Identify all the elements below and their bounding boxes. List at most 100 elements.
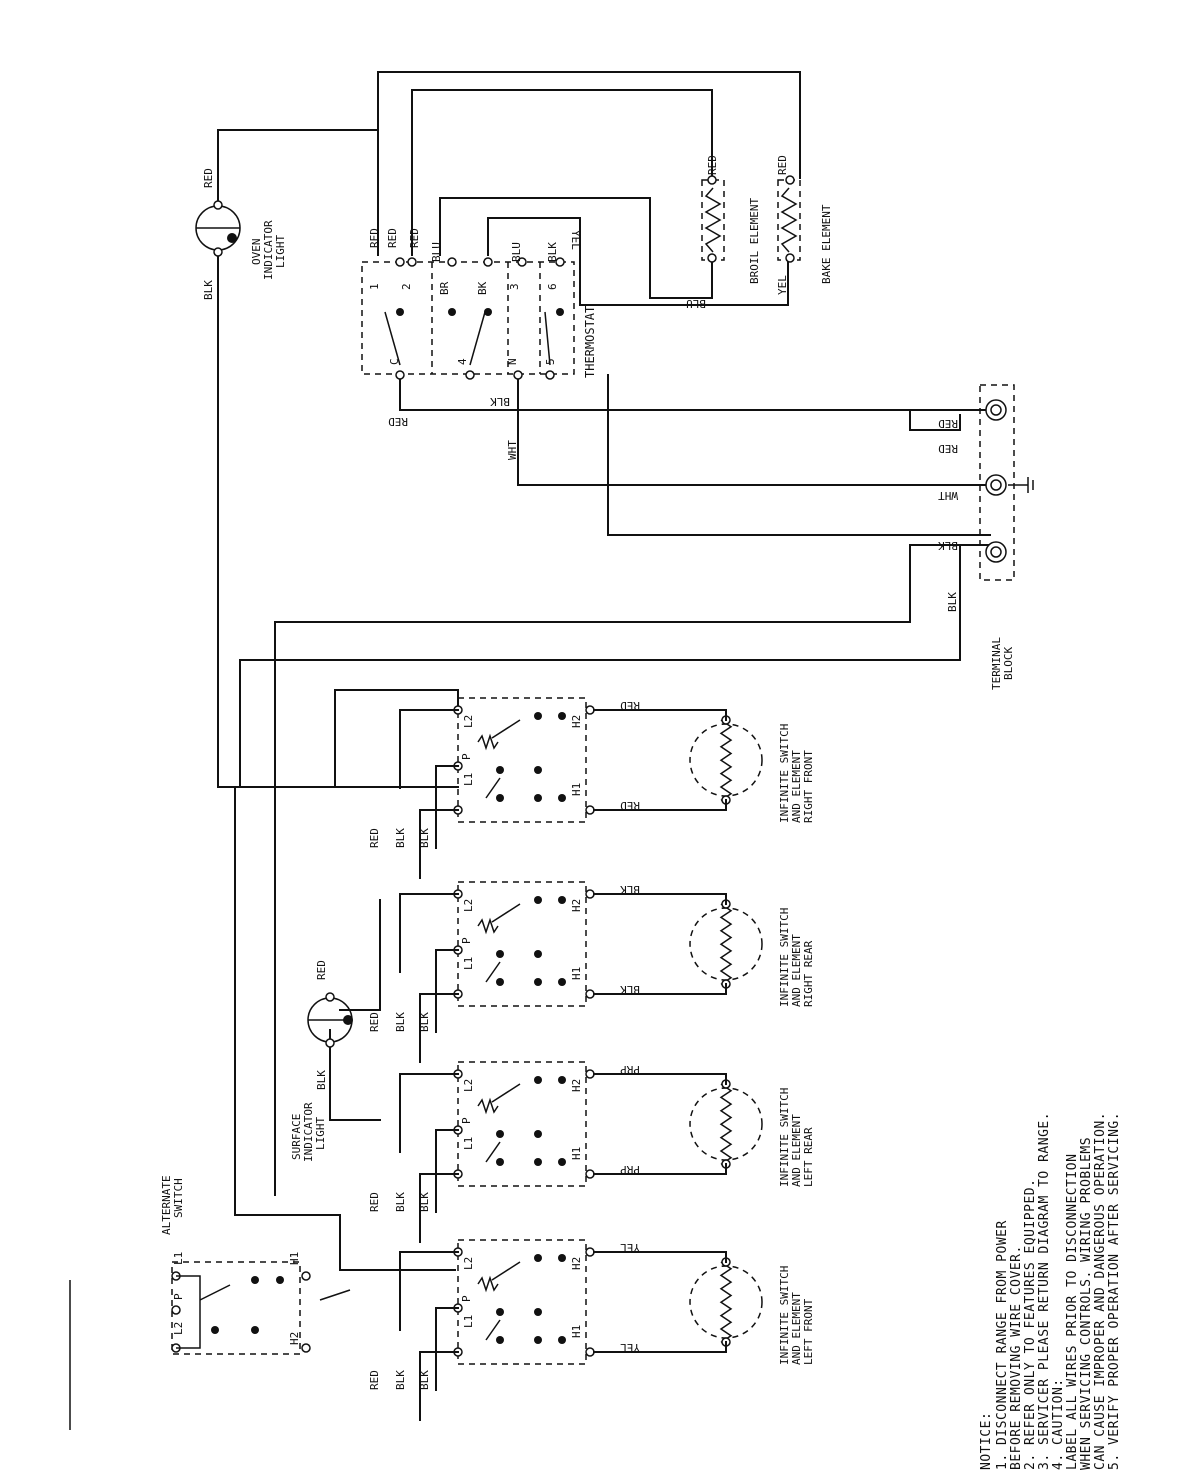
oven-light-wire-blk: BLK — [202, 280, 215, 300]
tb-wire-blk-2: BLK — [946, 592, 959, 612]
bus-wires — [217, 71, 991, 1271]
switch-terminal-label: L2 — [462, 1079, 475, 1092]
switch-terminal-label: P — [460, 1295, 473, 1302]
switch-terminal-label: L1 — [462, 773, 475, 786]
notice-line-4: 3. SERVICER PLEASE RETURN DIAGRAM TO RAN… — [1037, 1112, 1052, 1470]
thermo-wire-blk: BLK — [546, 242, 559, 262]
wht-wire-label: WHT — [506, 440, 519, 460]
surface-light-wire-red: RED — [315, 960, 328, 980]
alt-switch-p: P — [172, 1293, 185, 1300]
switch-caption: AND ELEMENT — [790, 750, 803, 823]
alt-switch-label-1: ALTERNATE — [160, 1175, 173, 1235]
surface-light-label-3: LIGHT — [314, 1117, 327, 1150]
switch-terminal-label: H1 — [570, 1325, 583, 1338]
switch-caption: RIGHT FRONT — [802, 750, 815, 823]
switch-terminal-label: H1 — [570, 967, 583, 980]
switch-terminal-label: P — [460, 753, 473, 760]
switch-caption: AND ELEMENT — [790, 934, 803, 1007]
alt-switch-l2: L2 — [172, 1322, 185, 1335]
tb-wire-red: RED — [938, 417, 958, 430]
thermo-wire-yel: YEL — [569, 230, 582, 250]
thermo-term-2: 2 — [400, 283, 413, 290]
switch-terminal-label: L1 — [462, 1137, 475, 1150]
broil-wire-red: RED — [706, 155, 719, 175]
switch-caption: LEFT REAR — [802, 1127, 815, 1187]
thermo-term-1: 1 — [368, 283, 381, 290]
thermo-wire-red-1: RED — [368, 228, 381, 248]
thermostat: RED RED RED BLU BLU BLK YEL 1 2 BR BK 3 … — [361, 228, 597, 460]
notice-line-3: 2. REFER ONLY TO FEATURES EQUIPPED. — [1023, 1179, 1038, 1470]
switch-caption: AND ELEMENT — [790, 1114, 803, 1187]
feed-wire-label: BLK — [394, 1370, 407, 1390]
notice-block: NOTICE: 1. DISCONNECT RANGE FROM POWER B… — [979, 1112, 1122, 1470]
switch-caption: RIGHT REAR — [802, 940, 815, 1007]
thermo-wire-red-3: RED — [408, 228, 421, 248]
thermostat-terminals — [395, 257, 565, 380]
feed-wire-label: BLK — [418, 828, 431, 848]
broil-element: RED BLU BROIL ELEMENT — [686, 155, 761, 310]
notice-line-5: 4. CAUTION: — [1051, 1378, 1066, 1470]
switch-terminal-label: L1 — [462, 1315, 475, 1328]
feed-wire-label: BLK — [418, 1192, 431, 1212]
oven-indicator-light: RED BLK OVEN INDICATOR LIGHT — [195, 168, 287, 300]
feed-wire-label: RED — [368, 1012, 381, 1032]
feed-wire-label: RED — [368, 828, 381, 848]
thermo-term-6: 6 — [546, 283, 559, 290]
bake-wire-red: RED — [776, 155, 789, 175]
thermo-wire-blu-1: BLU — [430, 242, 443, 262]
thermo-term-n: N — [506, 358, 519, 365]
thermostat-label: THERMOSTAT — [583, 306, 597, 378]
surface-light-label-1: SURFACE — [290, 1114, 303, 1160]
thermo-term-c: C — [388, 358, 401, 365]
tb-wire-red-2: RED — [938, 442, 958, 455]
terminal-block-label-1: TERMINAL — [990, 637, 1003, 690]
thermo-term-4: 4 — [456, 358, 469, 365]
switch-terminal-label: H1 — [570, 1147, 583, 1160]
switch-wire-label: RED — [620, 699, 640, 712]
notice-line-8: CAN CAUSE IMPROPER AND DANGEROUS OPERATI… — [1093, 1112, 1108, 1470]
thermo-wire-blu-2: BLU — [510, 242, 523, 262]
thermo-wire-red-bottom: RED — [388, 415, 408, 428]
switch-terminal-label: L1 — [462, 957, 475, 970]
feed-wire-label: BLK — [418, 1370, 431, 1390]
feed-wire-label: BLK — [394, 828, 407, 848]
switch-caption: LEFT FRONT — [802, 1298, 815, 1365]
broil-wire-blu: BLU — [686, 297, 706, 310]
notice-line-2: BEFORE REMOVING WIRE COVER. — [1009, 1245, 1024, 1470]
oven-light-label-1: OVEN — [250, 239, 263, 266]
switch-wire-label: BLK — [620, 983, 640, 996]
notice-line-1: 1. DISCONNECT RANGE FROM POWER — [995, 1220, 1010, 1470]
thermo-wire-red-2: RED — [386, 228, 399, 248]
alt-switch-h2: H2 — [288, 1332, 301, 1345]
notice-line-7: WHEN SERVICING CONTROLS. WIRING PROBLEMS — [1079, 1137, 1094, 1470]
switch-wire-label: PRP — [620, 1163, 640, 1176]
broil-element-label: BROIL ELEMENT — [748, 198, 761, 284]
switch-terminal-label: H2 — [570, 899, 583, 912]
feed-wire-label: BLK — [418, 1012, 431, 1032]
notice-title: NOTICE: — [979, 1412, 994, 1470]
surface-indicator-light: RED BLK SURFACE INDICATOR LIGHT — [290, 899, 381, 1162]
switch-terminal-label: L2 — [462, 715, 475, 728]
feed-wire-label: BLK — [394, 1012, 407, 1032]
thermo-term-br: BR — [438, 281, 451, 295]
thermo-term-3: 3 — [508, 283, 521, 290]
switch-terminal-label: H2 — [570, 1079, 583, 1092]
switch-wire-label: RED — [620, 799, 640, 812]
tb-wire-wht: WHT — [938, 489, 958, 502]
notice-line-9: 5. VERIFY PROPER OPERATION AFTER SERVICI… — [1107, 1112, 1122, 1470]
surface-light-wire-blk: BLK — [315, 1070, 328, 1090]
switch-terminal-label: P — [460, 937, 473, 944]
oven-light-label-2: INDICATOR — [262, 220, 275, 280]
alt-switch-l1: L1 — [172, 1252, 185, 1265]
terminal-block-label-2: BLOCK — [1002, 647, 1015, 680]
oven-light-wire-red: RED — [202, 168, 215, 188]
switch-caption: INFINITE SWITCH — [778, 724, 791, 823]
notice-line-6: LABEL ALL WIRES PRIOR TO DISCONNECTION — [1065, 1154, 1080, 1470]
bake-wire-yel: YEL — [776, 275, 789, 295]
terminal-block: RED RED WHT BLK BLK TERMINAL BLOCK — [938, 384, 1034, 690]
switch-wire-label: BLK — [620, 883, 640, 896]
